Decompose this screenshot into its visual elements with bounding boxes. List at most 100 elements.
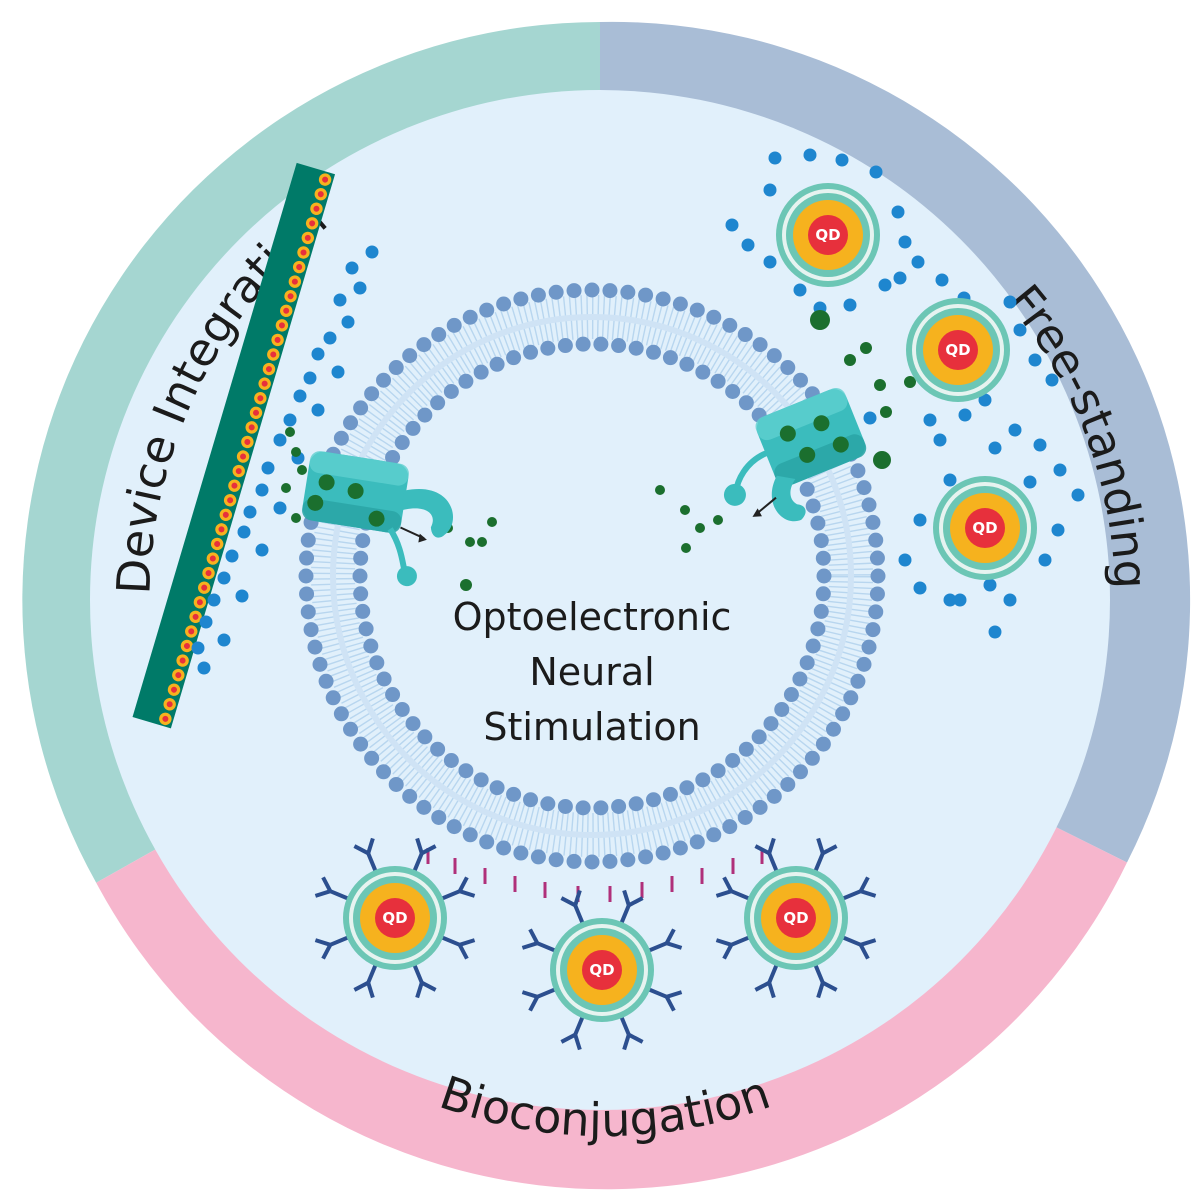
membrane-anchors [426,848,764,902]
lipid-head [566,283,582,299]
green-ion [281,483,291,493]
lipid-head [369,655,385,671]
device-qd-core [265,366,272,373]
green-ion [297,465,307,475]
lipid-head [815,736,831,752]
ligand [440,935,476,960]
device-qd-core [244,438,251,445]
ligand-arm [821,844,838,856]
ligand-stem [329,935,350,947]
lipid-head [385,687,401,703]
ligand [314,876,350,901]
lipid-head [602,853,618,869]
lipid-head [566,853,582,869]
lipid-head [584,854,600,870]
ligand-stem [730,935,751,947]
ligand-arm [664,928,676,945]
lipid-head [722,819,738,835]
blue-ion [898,553,912,567]
lipid-head [299,586,315,602]
ligand [560,889,585,925]
lipid-head [638,287,654,303]
lipid-head [774,701,790,717]
ligand-arm [622,1034,631,1051]
green-ion [285,427,295,437]
inner-background [90,90,1110,1110]
blue-ion [803,148,817,162]
lipid-head [861,639,877,655]
blue-ion [235,589,249,603]
ligand-arm [415,837,424,854]
ligand-arm [366,982,375,999]
ligand-stem [412,852,424,873]
device-qd-core [205,570,212,577]
ligand-arm [366,837,375,854]
lipid-head [628,796,644,812]
lipid-head [856,656,872,672]
lipid-head [462,827,478,843]
blue-ion [217,633,231,647]
membrane-outer-heads [298,282,886,870]
lipid-head [489,356,505,372]
lipid-head [430,395,446,411]
green-ion [680,505,690,515]
device-qd-core [222,511,229,518]
lipid-head [402,348,418,364]
blue-ion [353,281,367,295]
qd-label: QD [945,341,970,359]
lipid-head [725,753,741,769]
green-ions [281,310,916,591]
blue-ion [217,571,231,585]
ligand-arm [314,889,331,898]
lipid-head [672,296,688,312]
blue-ion [869,165,883,179]
ligand-arm [353,844,370,856]
lipid-head [780,776,796,792]
lipid-head [363,638,379,654]
lipid-head [835,706,851,722]
green-ion [695,523,705,533]
blue-ion [935,273,949,287]
qd-label: QD [382,909,407,927]
blue-ion [911,255,925,269]
ligand-arm [457,876,469,893]
ligand-stem [647,987,668,999]
lipid-head [300,532,316,548]
lipid-head [766,348,782,364]
qd-core [582,950,622,990]
device-qd-core [209,555,216,562]
green-ion [810,310,830,330]
lipid-head [530,849,546,865]
device-qd-core [283,307,290,314]
center-title-line3: Stimulation [483,705,700,749]
lipid-head [738,741,754,757]
ion-channel-left [302,451,453,587]
lipid-head [850,673,866,689]
device-substrate [132,162,336,729]
ligand-stem [573,1015,585,1036]
blue-ion [933,433,947,447]
ligand-arm [560,896,577,908]
lipid-head [810,621,826,637]
lipid-head [530,287,546,303]
qd-core [938,330,978,370]
lipid-head [513,845,529,861]
ligand [619,1015,644,1051]
ligand-arm [722,943,734,960]
blue-ion [199,615,213,629]
blue-ion [255,543,269,557]
lipid-head [738,395,754,411]
ligand-arm [314,938,331,947]
lipid-head [405,420,421,436]
ligand-stem [841,935,862,947]
lipid-head [865,514,881,530]
blue-ion [197,661,211,675]
lipid-head [861,497,877,513]
lipid-head [416,799,432,815]
lipid-head [458,763,474,779]
lipid-head [388,360,404,376]
device-qd-core [304,234,311,241]
lipid-head [805,638,821,654]
